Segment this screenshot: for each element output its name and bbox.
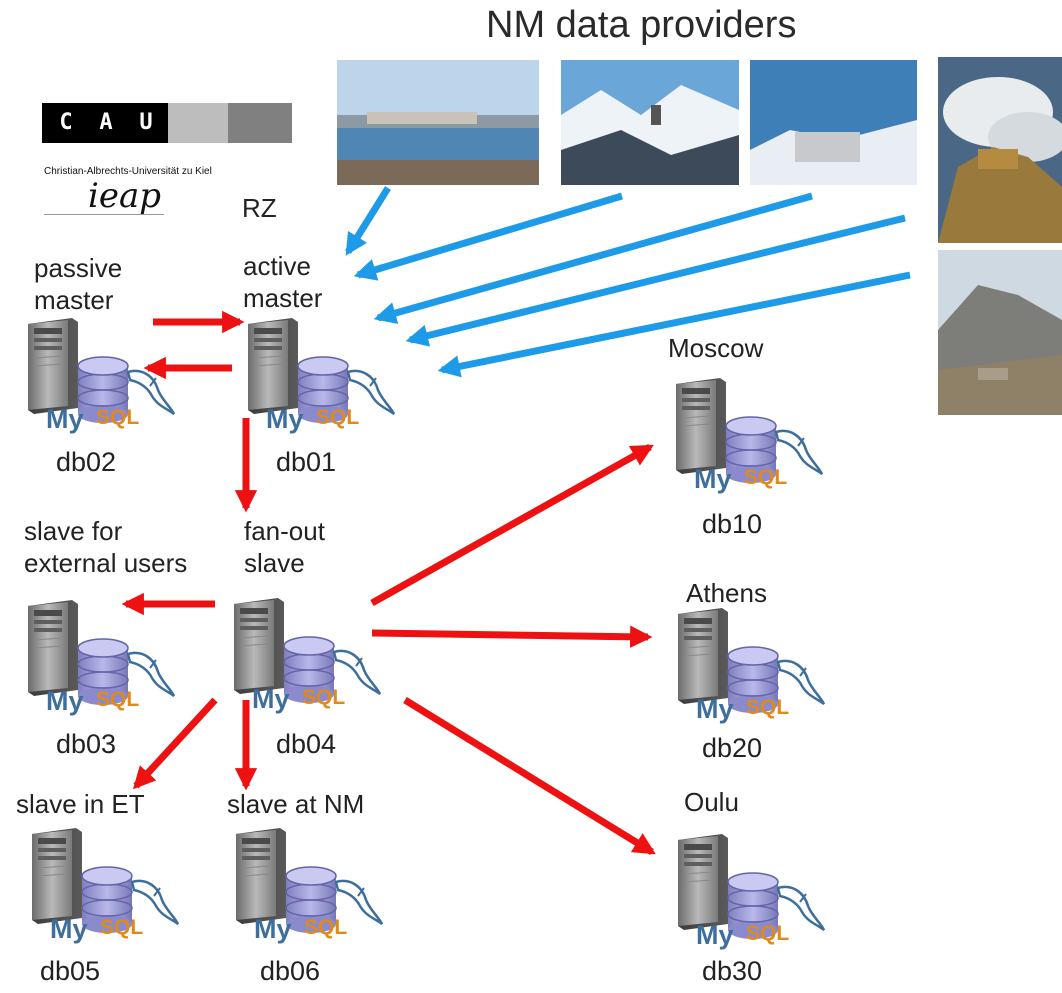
mysql-my: My [252,684,290,714]
mysql-sql: SQL [96,688,139,711]
label-line: fan-out [244,516,325,546]
mysql-my: My [696,694,734,724]
label-passive-master: passive master [34,252,122,316]
server-icon: My SQL [30,826,180,944]
arrow-icon [403,697,656,855]
arrow-icon [373,192,813,324]
logo-divider [44,214,164,215]
label-moscow: Moscow [668,333,764,363]
label-slave-et: slave in ET [16,789,145,819]
logo-letter-c: C [59,110,73,135]
mysql-sql: SQL [302,686,345,709]
arrow-icon [353,192,624,281]
station-photo-observatory [750,60,917,185]
db-label-db06: db06 [260,956,321,986]
station-photo-mountain [938,250,1062,415]
server-icon: My SQL [246,316,396,434]
server-icon: My SQL [26,316,176,434]
server-db04: My SQL [226,596,386,716]
db-label-db20: db20 [702,733,763,763]
label-line: master [243,283,323,313]
institute-logo: ieap [88,176,162,216]
logo-letter-u: U [139,110,153,135]
label-external-users: slave for external users [24,515,187,579]
db-label-db04: db04 [276,729,337,759]
server-db30: My SQL [670,832,830,952]
server-db01: My SQL [240,316,400,436]
server-db05: My SQL [24,826,184,946]
arrow-icon [405,214,906,347]
db-label-db02: db02 [56,447,117,477]
server-icon: My SQL [676,832,826,950]
mysql-sql: SQL [304,916,347,939]
mysql-my: My [694,464,732,494]
label-line: external users [24,548,188,578]
label-athens: Athens [686,578,767,608]
db-label-db03: db03 [56,729,117,759]
arrow-icon [371,625,653,648]
server-db03: My SQL [20,598,180,718]
mysql-my: My [46,404,84,434]
logo-black-bar [42,103,168,143]
arrow-icon [370,443,654,607]
logo-gray-bar [168,103,228,143]
db-label-db01: db01 [276,447,337,477]
server-db10: My SQL [668,376,828,496]
db-label-db05: db05 [40,956,101,986]
server-db06: My SQL [228,826,388,946]
station-photo-lake [337,60,539,185]
mysql-sql: SQL [316,406,359,429]
label-line: active [243,251,311,281]
mysql-my: My [46,686,84,716]
server-icon: My SQL [26,598,176,716]
label-active-master: active master [243,250,322,314]
mysql-sql: SQL [96,406,139,429]
station-photo-glacier [561,60,739,185]
db-label-db30: db30 [702,956,763,986]
label-line: slave for [24,516,123,546]
server-icon: My SQL [676,606,826,724]
label-slave-nm: slave at NM [227,789,365,819]
db-label-db10: db10 [702,509,763,539]
mysql-my: My [696,920,734,950]
diagram-title: NM data providers [486,4,797,46]
mysql-my: My [50,914,88,944]
logo-darkgray-bar [228,103,292,143]
label-line: master [34,285,114,315]
server-icon: My SQL [234,826,384,944]
university-name: Christian-Albrechts-Universität zu Kiel [44,166,212,177]
label-line: passive [34,253,123,283]
logo-letter-a: A [99,110,113,135]
mysql-my: My [254,914,292,944]
department-label: RZ [242,193,277,223]
label-fanout-slave: fan-out slave [244,515,325,579]
label-line: slave [244,548,305,578]
station-photo-cloud [938,57,1062,243]
server-db20: My SQL [670,606,830,726]
mysql-sql: SQL [744,466,787,489]
server-icon: My SQL [674,376,824,494]
server-db02: My SQL [20,316,180,436]
mysql-sql: SQL [746,696,789,719]
label-oulu: Oulu [684,787,739,817]
mysql-my: My [266,404,304,434]
mysql-sql: SQL [100,916,143,939]
mysql-sql: SQL [746,922,789,945]
server-icon: My SQL [232,596,382,714]
arrow-icon [345,186,391,256]
